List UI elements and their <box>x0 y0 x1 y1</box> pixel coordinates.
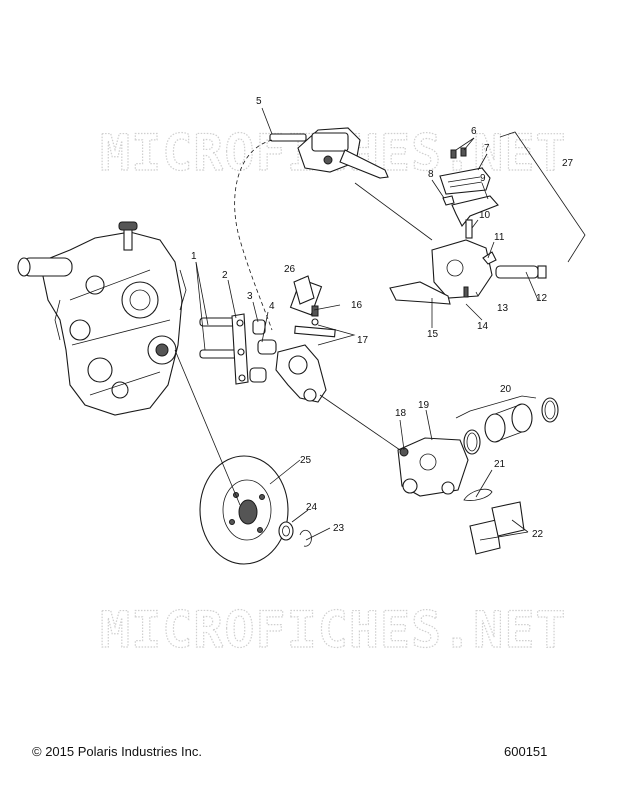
callout-22: 22 <box>532 529 544 540</box>
pistons-and-seals <box>463 397 559 455</box>
washer-and-snap-ring <box>278 521 312 547</box>
group-bracket-27 <box>499 131 586 263</box>
callout-4: 4 <box>269 301 275 312</box>
brake-pads <box>463 488 525 555</box>
callout-8: 8 <box>428 169 434 180</box>
group-bracket-20 <box>455 395 537 419</box>
callout-18: 18 <box>395 408 407 419</box>
callout-labels: 1 2 3 4 5 6 7 8 9 10 11 12 13 14 15 16 1… <box>191 96 574 540</box>
leader-lines <box>195 107 539 541</box>
callout-15: 15 <box>427 329 439 340</box>
callout-7: 7 <box>484 143 490 154</box>
mount-bracket-parts <box>199 313 277 385</box>
brake-hose-line <box>354 182 433 241</box>
brake-disc <box>199 455 289 565</box>
master-cylinder-lever <box>269 127 389 179</box>
callout-26: 26 <box>284 264 296 275</box>
copyright-notice: © 2015 Polaris Industries Inc. <box>32 744 202 759</box>
callout-23: 23 <box>333 523 345 534</box>
callout-27: 27 <box>562 158 574 169</box>
callout-2: 2 <box>222 270 228 281</box>
hand-brake-caliper-body <box>389 239 547 305</box>
brake-line-dashed <box>234 139 273 331</box>
callout-25: 25 <box>300 455 312 466</box>
callout-16: 16 <box>351 300 363 311</box>
callout-21: 21 <box>494 459 506 470</box>
callout-24: 24 <box>306 502 318 513</box>
callout-5: 5 <box>256 96 262 107</box>
callout-14: 14 <box>477 321 489 332</box>
callout-12: 12 <box>536 293 548 304</box>
callout-20: 20 <box>500 384 512 395</box>
rear-caliper <box>397 437 469 497</box>
group-bracket-17 <box>317 324 356 346</box>
callout-19: 19 <box>418 400 430 411</box>
callout-13: 13 <box>497 303 509 314</box>
callout-3: 3 <box>247 291 253 302</box>
callout-1: 1 <box>191 251 197 262</box>
callout-6: 6 <box>471 126 477 137</box>
disc-axis-line <box>174 349 241 506</box>
caliper-hose-line <box>319 394 401 451</box>
callout-17: 17 <box>357 335 369 346</box>
watermark-bottom: MICROFICHES.NET <box>100 601 567 659</box>
callout-9: 9 <box>480 173 486 184</box>
callout-10: 10 <box>479 210 491 221</box>
figure-number: 600151 <box>504 744 548 759</box>
reservoir-parts <box>439 147 499 239</box>
callout-11: 11 <box>494 232 505 243</box>
gearcase-assembly <box>17 221 187 416</box>
